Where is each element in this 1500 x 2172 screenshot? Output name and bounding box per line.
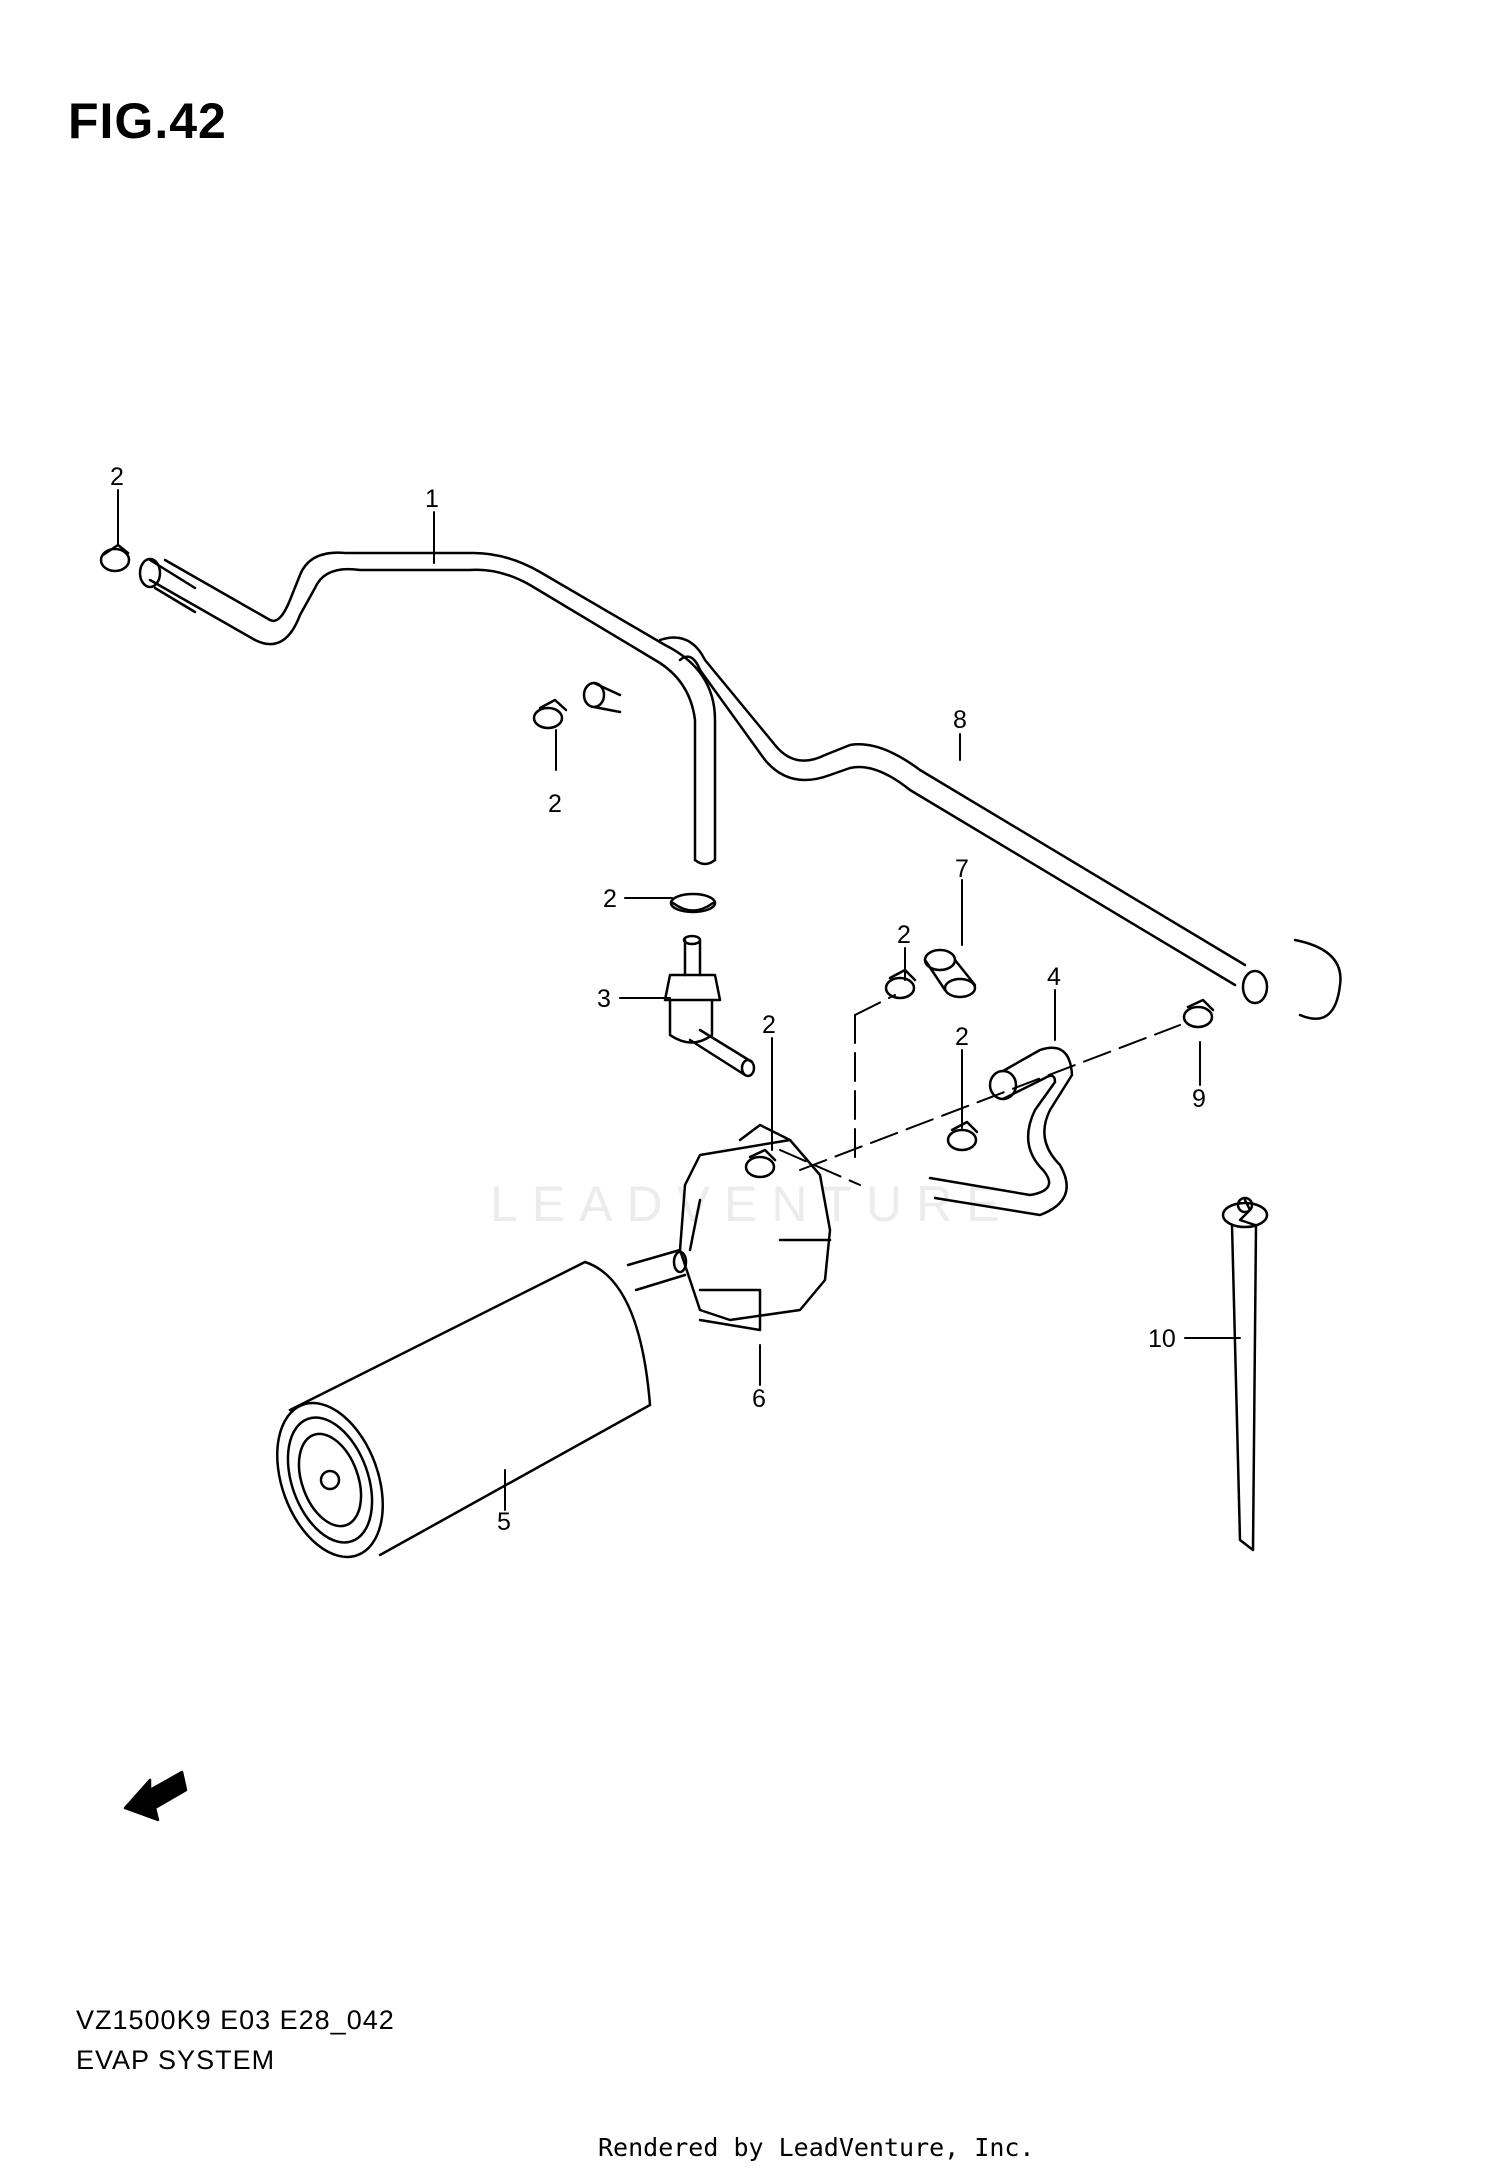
hose-8: [658, 636, 1342, 1020]
clamp-2-d: [744, 1148, 777, 1179]
hose-1: [138, 551, 717, 866]
clamp-2-e: [884, 968, 917, 1000]
callout-9: 9: [1192, 1085, 1206, 1113]
callout-2-b: 2: [548, 790, 562, 818]
watermark-text: LEADVENTURE: [490, 1176, 1014, 1232]
figure-title: FIG.42: [68, 93, 227, 149]
clamp-2-f: [946, 1120, 979, 1152]
callout-2-f: 2: [955, 1023, 969, 1051]
valve-3: [663, 934, 756, 1078]
callout-5: 5: [497, 1508, 511, 1536]
clamp-2-b: [532, 698, 568, 730]
callout-2-e: 2: [897, 921, 911, 949]
pipe-stub: [582, 681, 622, 714]
fuel-pump-5: [275, 1248, 688, 1559]
callout-2-a: 2: [110, 463, 124, 491]
section-name: EVAP SYSTEM: [76, 2045, 276, 2075]
callout-2-c: 2: [603, 885, 617, 913]
clamp-2-c: [669, 892, 717, 914]
connection-leaders: [779, 994, 1181, 1186]
render-credit: Rendered by LeadVenture, Inc.: [598, 2133, 1035, 2162]
clamp-9: [1182, 998, 1215, 1029]
callout-10: 10: [1148, 1325, 1176, 1353]
callout-8: 8: [953, 706, 967, 734]
callout-1: 1: [425, 485, 439, 513]
callout-3: 3: [597, 985, 611, 1013]
hose-4: [928, 1046, 1074, 1217]
fwd-arrow-icon: [123, 1770, 188, 1822]
bracket-6: [678, 1123, 832, 1332]
callout-7: 7: [955, 855, 969, 883]
callout-leaders: [117, 489, 1241, 1511]
callout-2-d: 2: [762, 1011, 776, 1039]
tie-strap-10: [1221, 1196, 1269, 1552]
model-code: VZ1500K9 E03 E28_042: [76, 2005, 395, 2035]
callout-6: 6: [752, 1385, 766, 1413]
pipe-7: [923, 948, 977, 999]
callout-4: 4: [1047, 963, 1061, 991]
clamp-2-a: [99, 543, 131, 573]
